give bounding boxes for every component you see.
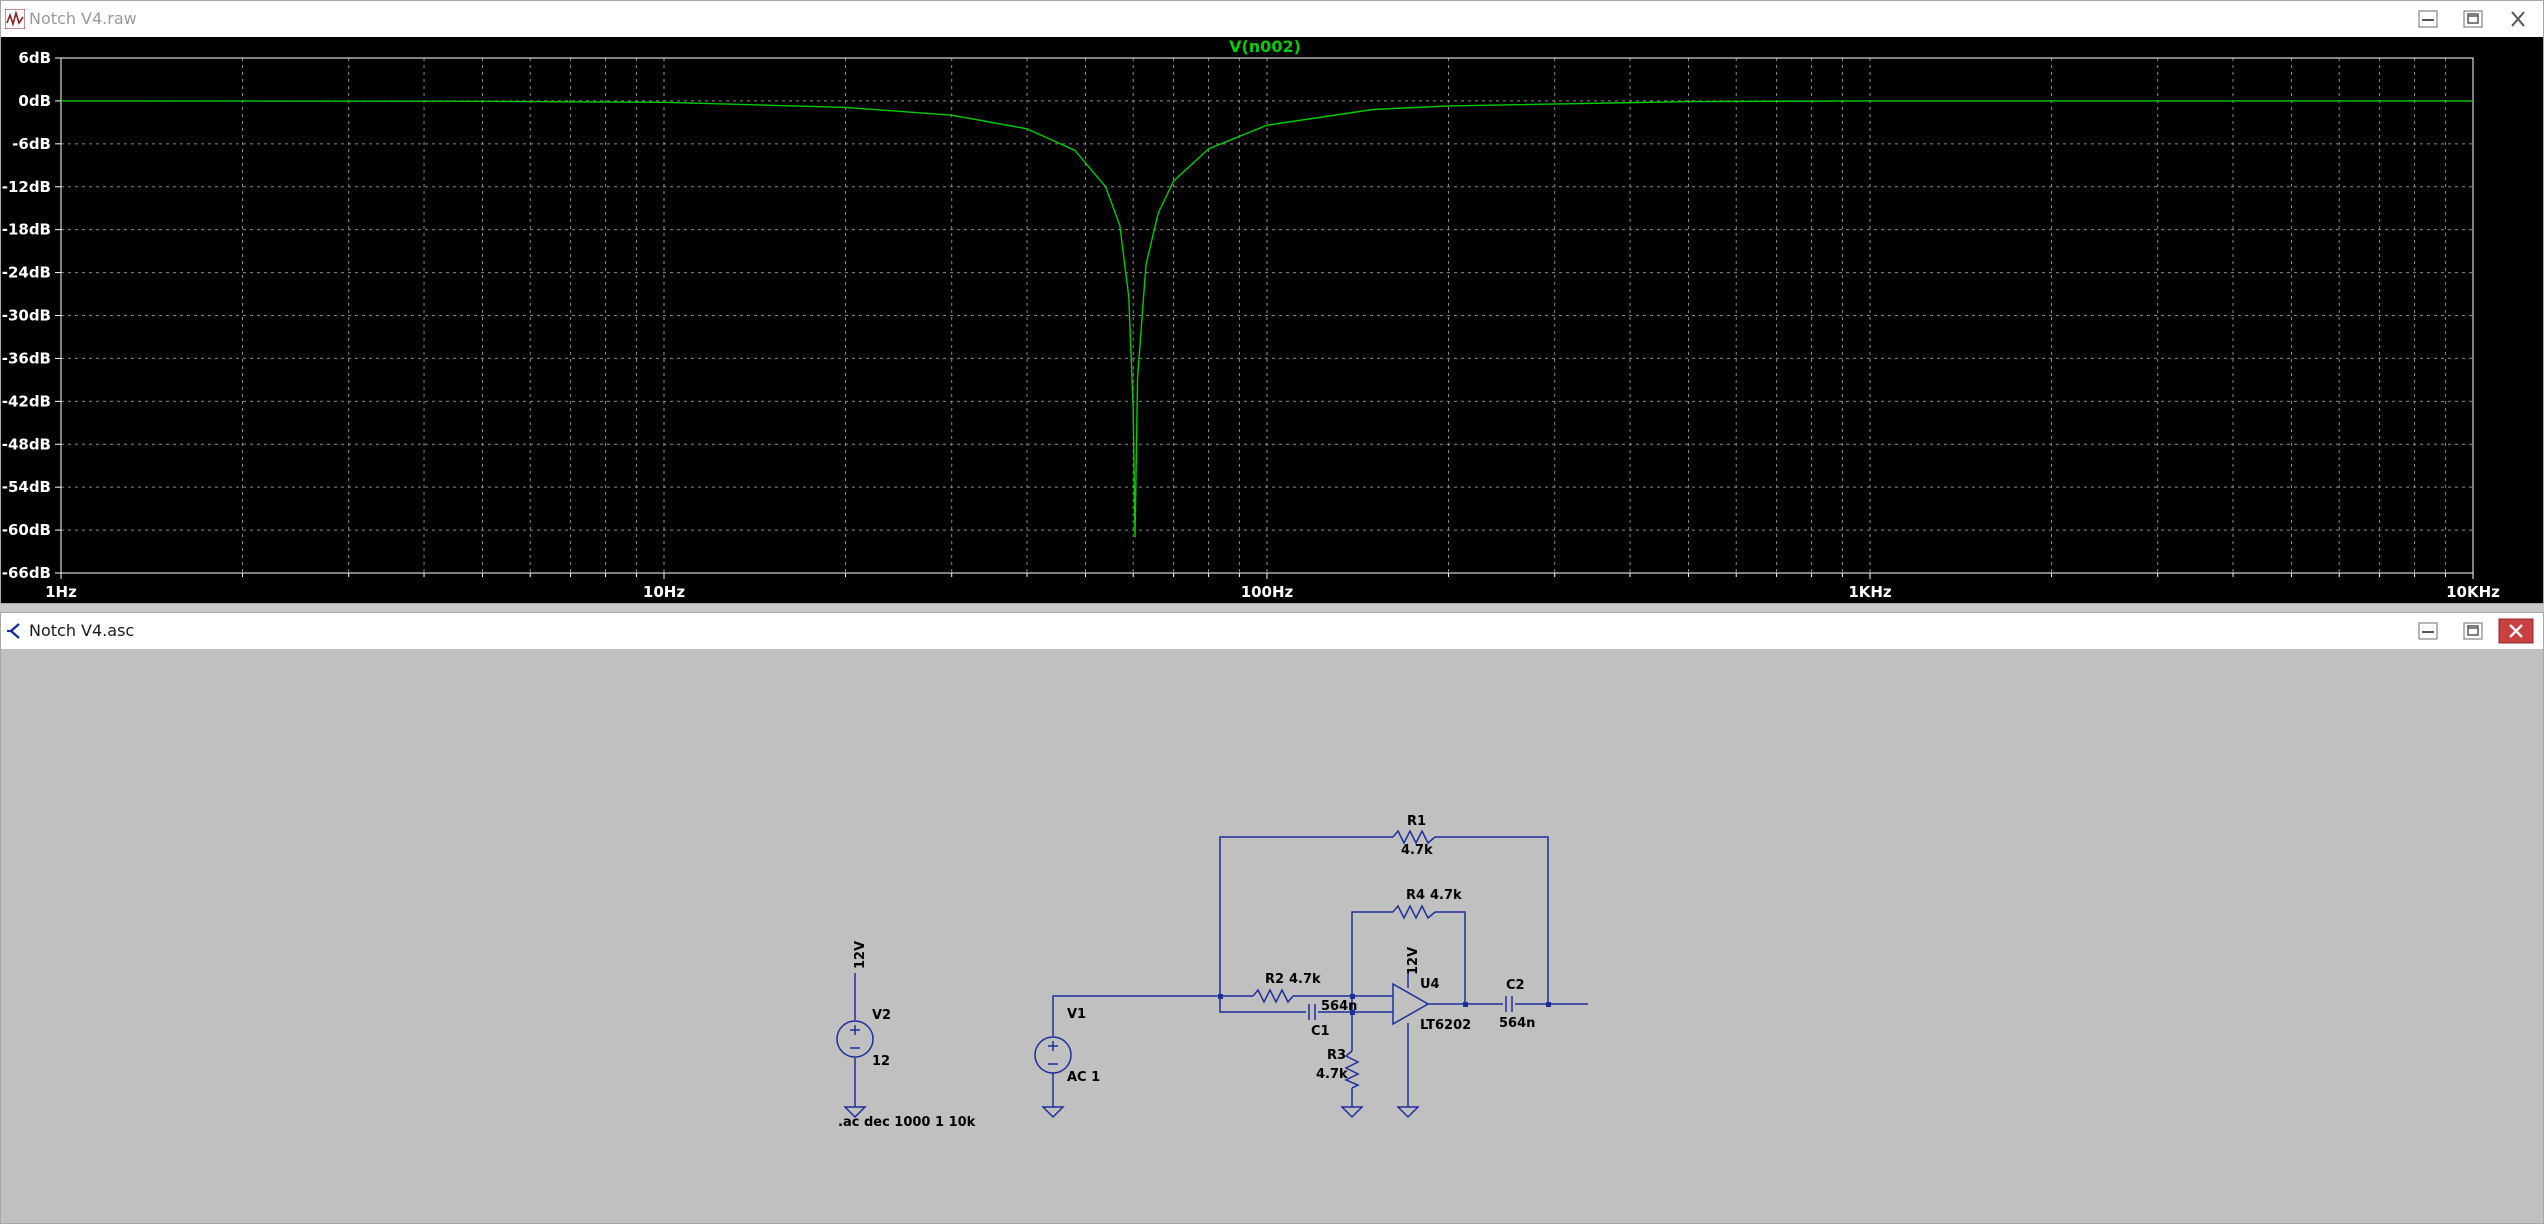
voltage-source-v2[interactable]	[836, 1020, 874, 1058]
ground-symbol[interactable]	[1396, 1106, 1420, 1119]
ac-directive[interactable]: .ac dec 1000 1 10k	[838, 1115, 976, 1130]
wire[interactable]	[1435, 911, 1466, 1004]
schematic-canvas[interactable]: R1 4.7k R4 4.7k R2 4.7k 564n C1 R3 4.7k …	[3, 655, 2541, 1221]
c2-name-label: C2	[1506, 978, 1525, 993]
c2-value-label: 564n	[1499, 1016, 1535, 1031]
junction-dots	[1218, 994, 1551, 1015]
waveform-app-icon	[5, 9, 25, 29]
resistor-r3[interactable]	[1344, 1050, 1360, 1089]
trace-label[interactable]: V(n002)	[1229, 37, 1301, 56]
r1-value-label: 4.7k	[1401, 843, 1433, 858]
schematic-window: Notch V4.asc	[0, 612, 2544, 1224]
voltage-source-v1[interactable]	[1034, 1036, 1072, 1074]
notch-filter-schematic[interactable]: R1 4.7k R4 4.7k R2 4.7k 564n C1 R3 4.7k …	[3, 655, 2541, 1221]
junction-dot	[1218, 994, 1223, 999]
minimize-button[interactable]	[2407, 5, 2445, 33]
ground-symbol[interactable]	[1340, 1106, 1364, 1119]
junction-dot	[1350, 1010, 1355, 1015]
r4-name-label: R4	[1406, 888, 1425, 903]
resistor-r4[interactable]	[1392, 904, 1436, 920]
junction-dot	[1463, 1002, 1468, 1007]
schematic-app-icon	[7, 623, 20, 639]
junction-dot	[1546, 1002, 1551, 1007]
v2-net-label: 12V	[853, 941, 868, 969]
resistor-r2[interactable]	[1252, 988, 1294, 1004]
y-tick-label: -66dB	[2, 564, 51, 582]
plot-window: Notch V4.raw 6dB 0dB -6dB -12dB -18dB -24dB -3…	[0, 0, 2544, 604]
v2-value-label: 12	[872, 1054, 890, 1069]
y-tick-label: 6dB	[18, 49, 51, 67]
maximize-button[interactable]	[2452, 5, 2490, 33]
u4-name-label: U4	[1420, 977, 1440, 992]
plot-window-titlebar[interactable]: Notch V4.raw	[1, 1, 2543, 37]
minimize-icon	[2418, 622, 2438, 640]
frequency-response-chart[interactable]: 6dB 0dB -6dB -12dB -18dB -24dB -30dB -36dB -42dB…	[1, 37, 2543, 603]
x-tick-label: 10KHz	[2446, 583, 2500, 601]
c1-name-label: C1	[1311, 1024, 1330, 1039]
close-icon	[2498, 618, 2534, 644]
u4-supply-label: 12V	[1406, 947, 1421, 975]
wire[interactable]	[1052, 995, 1253, 1036]
r4-value-label: 4.7k	[1430, 888, 1462, 903]
wire[interactable]	[1351, 911, 1393, 996]
plot-area[interactable]: 6dB 0dB -6dB -12dB -18dB -24dB -30dB -36dB -42dB…	[1, 37, 2543, 603]
x-tick-label: 100Hz	[1241, 583, 1294, 601]
y-tick-label: -12dB	[2, 178, 51, 196]
y-tick-label: -54dB	[2, 478, 51, 496]
maximize-button[interactable]	[2452, 617, 2490, 645]
v2-name-label: V2	[872, 1008, 891, 1023]
x-tick-label: 10Hz	[643, 583, 685, 601]
schematic-window-titlebar[interactable]: Notch V4.asc	[1, 613, 2543, 649]
r3-name-label: R3	[1327, 1048, 1346, 1063]
ground-symbol[interactable]	[1041, 1106, 1065, 1119]
u4-model-label: LT6202	[1420, 1018, 1471, 1033]
x-tick-label: 1Hz	[45, 583, 77, 601]
y-tick-label: -60dB	[2, 521, 51, 539]
trace-line-v-n002[interactable]	[60, 100, 2473, 538]
schematic-wires[interactable]	[854, 836, 1588, 1107]
c1-value-label: 564n	[1321, 999, 1357, 1014]
wire[interactable]	[1219, 984, 1306, 1013]
y-tick-label: 0dB	[18, 92, 51, 110]
junction-dot	[1350, 994, 1355, 999]
capacitor-c2[interactable]	[1505, 996, 1513, 1012]
maximize-icon	[2463, 10, 2483, 28]
resistor-r1[interactable]	[1392, 829, 1436, 845]
y-tick-label: -30dB	[2, 307, 51, 325]
close-icon	[2511, 11, 2525, 27]
y-tick-label: -42dB	[2, 392, 51, 410]
maximize-icon	[2463, 622, 2483, 640]
minimize-button[interactable]	[2407, 617, 2445, 645]
plot-window-title: Notch V4.raw	[29, 9, 137, 28]
ground-symbol[interactable]	[843, 1106, 867, 1119]
v1-value-label: AC 1	[1067, 1070, 1100, 1085]
y-tick-label: -6dB	[12, 135, 51, 153]
wire[interactable]	[1219, 836, 1393, 984]
capacitor-c1[interactable]	[1308, 1004, 1316, 1020]
schematic-window-title: Notch V4.asc	[29, 621, 135, 640]
y-tick-label: -18dB	[2, 221, 51, 239]
close-button[interactable]	[2497, 5, 2535, 33]
grid-layer	[61, 58, 2473, 573]
r2-value-label: 4.7k	[1289, 972, 1321, 987]
v1-name-label: V1	[1067, 1007, 1086, 1022]
y-tick-label: -24dB	[2, 264, 51, 282]
close-button[interactable]	[2497, 617, 2535, 645]
r2-name-label: R2	[1265, 972, 1284, 987]
r1-name-label: R1	[1407, 814, 1426, 829]
x-axis-ticks: 1Hz 10Hz 100Hz 1KHz 10KHz	[45, 573, 2500, 601]
opamp-u4[interactable]	[1389, 982, 1430, 1026]
wire[interactable]	[1435, 836, 1549, 1004]
x-tick-label: 1KHz	[1848, 583, 1892, 601]
y-tick-label: -36dB	[2, 349, 51, 367]
r3-value-label: 4.7k	[1316, 1067, 1348, 1082]
minimize-icon	[2418, 10, 2438, 28]
y-axis-ticks: 6dB 0dB -6dB -12dB -18dB -24dB -30dB -36dB -42dB…	[2, 49, 61, 582]
y-tick-label: -48dB	[2, 435, 51, 453]
